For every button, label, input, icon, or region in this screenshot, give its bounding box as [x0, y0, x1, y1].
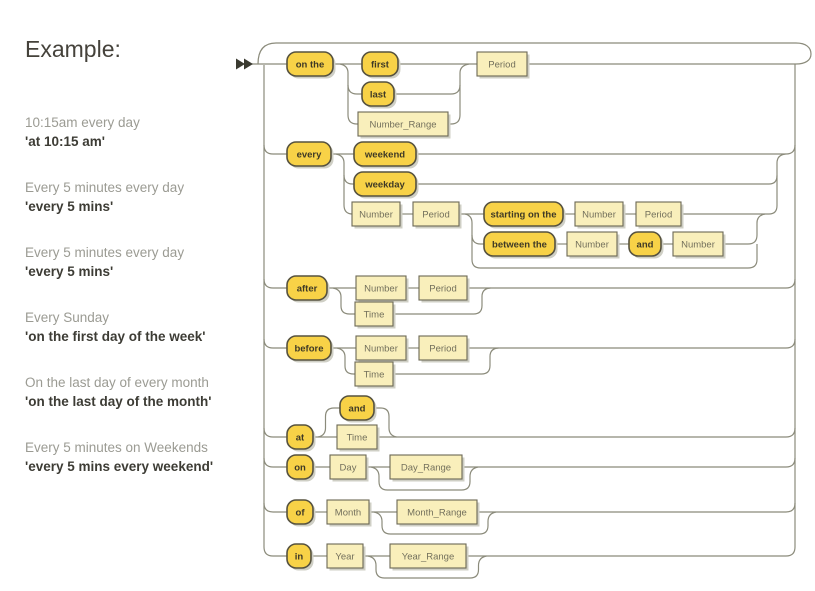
svg-text:Number: Number: [364, 284, 398, 295]
svg-text:Number: Number: [575, 240, 609, 251]
svg-text:Day_Range: Day_Range: [401, 463, 451, 474]
svg-text:last: last: [370, 90, 387, 101]
example-description: Every 5 minutes every day: [25, 180, 185, 195]
svg-text:in: in: [295, 552, 304, 563]
example-pair: On the last day of every month 'on the l…: [25, 373, 255, 411]
svg-text:Number: Number: [582, 210, 616, 221]
example-syntax: 'every 5 mins': [25, 199, 114, 214]
example-syntax: 'on the first day of the week': [25, 329, 206, 344]
svg-text:Number: Number: [359, 210, 393, 221]
diagram-rails: [252, 42, 812, 579]
nonterminal-time-2: Time: [354, 361, 396, 389]
nonterminal-period-5: Period: [418, 335, 470, 363]
svg-text:between the: between the: [492, 240, 547, 251]
terminal-and-between: and: [628, 231, 664, 259]
svg-text:Period: Period: [645, 210, 672, 221]
example-pair: Every 5 minutes on Weekends 'every 5 min…: [25, 438, 255, 476]
terminal-weekend: weekend: [353, 141, 419, 169]
svg-text:Period: Period: [488, 60, 515, 71]
example-pair: Every 5 minutes every day 'every 5 mins': [25, 243, 255, 281]
terminal-last: last: [361, 81, 397, 109]
terminal-in: in: [286, 543, 314, 571]
svg-text:first: first: [371, 60, 390, 71]
svg-text:Number: Number: [364, 344, 398, 355]
svg-text:Period: Period: [429, 344, 456, 355]
example-description: On the last day of every month: [25, 375, 209, 390]
svg-text:Period: Period: [429, 284, 456, 295]
example-pair: Every Sunday 'on the first day of the we…: [25, 308, 255, 346]
nonterminal-number-6: Number: [355, 335, 409, 363]
terminal-weekday: weekday: [353, 171, 419, 199]
example-description: 10:15am every day: [25, 115, 140, 130]
terminal-between-the: between the: [483, 231, 558, 259]
svg-text:Month_Range: Month_Range: [407, 508, 467, 519]
nonterminal-time-3: Time: [336, 424, 380, 452]
nonterminal-number-5: Number: [355, 275, 409, 303]
svg-text:and: and: [349, 404, 366, 415]
svg-text:Number_Range: Number_Range: [369, 120, 436, 131]
example-syntax: 'every 5 mins every weekend': [25, 459, 214, 474]
svg-text:starting on the: starting on the: [491, 210, 557, 221]
nonterminal-period-2: Period: [412, 201, 462, 229]
example-pair: Every 5 minutes every day 'every 5 mins': [25, 178, 255, 216]
svg-text:of: of: [296, 508, 306, 519]
terminal-on-the: on the: [286, 51, 336, 79]
svg-text:Year_Range: Year_Range: [402, 552, 454, 563]
start-arrow-icon: [236, 58, 253, 70]
nonterminal-number-4: Number: [672, 231, 726, 259]
example-pair: 10:15am every day 'at 10:15 am': [25, 113, 255, 151]
svg-text:Period: Period: [422, 210, 449, 221]
example-syntax: 'every 5 mins': [25, 264, 114, 279]
svg-text:weekend: weekend: [364, 150, 405, 161]
terminal-first: first: [361, 51, 401, 79]
svg-text:and: and: [637, 240, 654, 251]
svg-text:Month: Month: [335, 508, 361, 519]
examples-panel: Example: 10:15am every day 'at 10:15 am'…: [25, 36, 255, 503]
nonterminal-number-1: Number: [351, 201, 403, 229]
svg-text:weekday: weekday: [364, 180, 405, 191]
terminal-and-loop: and: [339, 395, 377, 423]
svg-text:Number: Number: [681, 240, 715, 251]
nonterminal-number-range: Number_Range: [357, 111, 451, 139]
example-syntax: 'at 10:15 am': [25, 134, 105, 149]
svg-text:Day: Day: [340, 463, 357, 474]
nonterminal-number-2: Number: [574, 201, 626, 229]
terminal-after: after: [286, 275, 330, 303]
nonterminal-time-1: Time: [354, 301, 396, 329]
page-title: Example:: [25, 36, 121, 62]
svg-text:at: at: [296, 433, 305, 444]
example-description: Every 5 minutes on Weekends: [25, 440, 208, 455]
svg-text:before: before: [294, 344, 323, 355]
example-description: Every Sunday: [25, 310, 110, 325]
nonterminal-year-range: Year_Range: [389, 543, 469, 571]
svg-text:every: every: [297, 150, 323, 161]
svg-text:Time: Time: [364, 370, 385, 381]
nonterminal-month: Month: [326, 499, 372, 527]
nonterminal-day: Day: [329, 454, 369, 482]
nonterminal-year: Year: [326, 543, 366, 571]
svg-text:on the: on the: [296, 60, 325, 71]
nonterminal-day-range: Day_Range: [389, 454, 465, 482]
nonterminal-number-3: Number: [566, 231, 620, 259]
nonterminal-period-3: Period: [635, 201, 684, 229]
svg-text:on: on: [294, 463, 306, 474]
top-loop-line: [257, 42, 812, 65]
nonterminal-period-1: Period: [476, 51, 530, 79]
terminal-every: every: [286, 141, 334, 169]
svg-text:after: after: [297, 284, 318, 295]
example-syntax: 'on the last day of the month': [25, 394, 212, 409]
terminal-of: of: [286, 499, 316, 527]
terminal-before: before: [286, 335, 334, 363]
terminal-at: at: [286, 424, 316, 452]
svg-text:Time: Time: [347, 433, 368, 444]
nonterminal-month-range: Month_Range: [396, 499, 480, 527]
svg-text:Year: Year: [335, 552, 354, 563]
example-description: Every 5 minutes every day: [25, 245, 185, 260]
nonterminal-period-4: Period: [418, 275, 470, 303]
svg-text:Time: Time: [364, 310, 385, 321]
terminal-starting-on-the: starting on the: [483, 201, 566, 229]
terminal-on: on: [286, 454, 316, 482]
